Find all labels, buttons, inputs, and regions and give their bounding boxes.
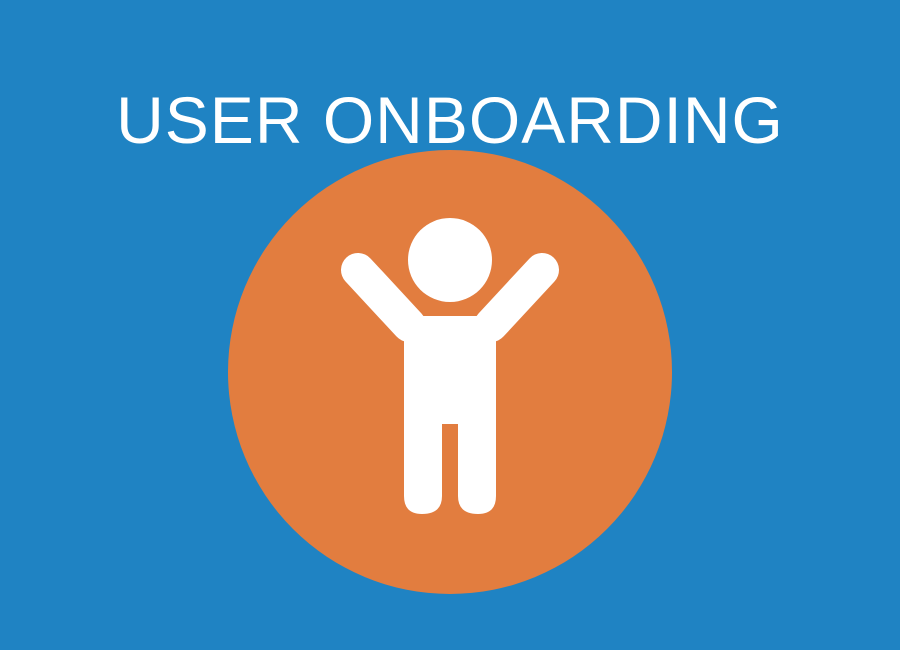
person-head — [408, 218, 492, 302]
person-body — [404, 316, 496, 514]
person-left-arm — [341, 253, 426, 342]
person-right-arm — [474, 253, 559, 342]
person-arms-raised-icon — [228, 150, 672, 594]
person-figure — [341, 218, 559, 514]
page-title: USER ONBOARDING — [116, 83, 784, 158]
onboarding-badge — [228, 150, 672, 594]
